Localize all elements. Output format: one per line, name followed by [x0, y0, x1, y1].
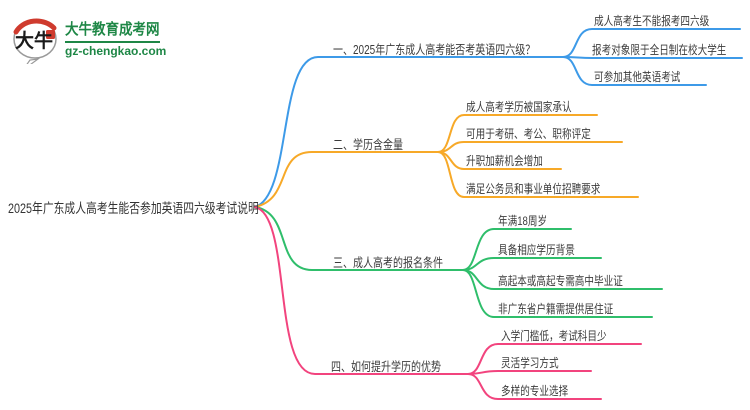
svg-text:大牛: 大牛 — [15, 29, 53, 52]
branch-4-child-3: 多样的专业选择 — [501, 384, 569, 398]
logo-site-url: gz-chengkao.com — [65, 44, 167, 58]
branch-1-child-1: 成人高考生不能报考四六级 — [594, 14, 710, 28]
branch-1-label: 一、2025年广东成人高考能否考英语四六级？ — [333, 43, 536, 57]
branch-3-label: 三、成人高考的报名条件 — [333, 256, 444, 270]
branch-2-child-2: 可用于考研、考公、职称评定 — [466, 127, 591, 141]
branch-2-child-3: 升职加薪机会增加 — [466, 154, 543, 168]
branch-1-child-2: 报考对象限于全日制在校大学生 — [592, 43, 727, 57]
logo-site-name: 大牛教育成考网 — [65, 21, 160, 38]
branch-3-child-3: 高起本或高起专需高中毕业证 — [498, 274, 623, 288]
branch-3-child-1: 年满18周岁 — [498, 214, 548, 228]
root-node: 2025年广东成人高考生能否参加英语四六级考试说明 — [8, 201, 259, 216]
branch-2-child-1: 成人高考学历被国家承认 — [466, 100, 572, 114]
branch-2-main-line — [254, 151, 439, 208]
branch-1-child-1-line — [562, 28, 741, 58]
branch-1-main-line — [254, 56, 564, 208]
branch-2-child-4-line — [437, 151, 639, 198]
branch-2-child-4: 满足公务员和事业单位招聘要求 — [466, 182, 601, 196]
branch-2-child-2-line — [437, 141, 623, 153]
branch-4-child-3-line — [467, 373, 602, 400]
branch-3-child-2: 具备相应学历背景 — [498, 243, 575, 257]
branch-3-child-2-line — [462, 257, 602, 271]
branch-4-child-2-line — [467, 370, 592, 375]
branch-4-child-1: 入学门槛低，考试科目少 — [501, 329, 607, 343]
branch-3-child-4-line — [462, 269, 653, 318]
branch-1-child-3-line — [562, 56, 707, 86]
branch-3-main-line — [254, 206, 464, 271]
branch-4-label: 四、如何提升学历的优势 — [331, 360, 442, 374]
site-logo: 大牛 大牛教育成考网 gz-chengkao.com — [10, 12, 170, 64]
branch-4-child-2: 灵活学习方式 — [501, 356, 559, 370]
logo-bubble-icon: 大牛 — [13, 18, 57, 64]
branch-1-child-3: 可参加其他英语考试 — [594, 70, 681, 84]
branch-3-child-4: 非广东省户籍需提供居住证 — [498, 302, 614, 316]
logo-divider — [65, 41, 160, 43]
branch-2-label: 二、学历含金量 — [333, 138, 404, 152]
branch-4-main-line — [254, 206, 469, 375]
